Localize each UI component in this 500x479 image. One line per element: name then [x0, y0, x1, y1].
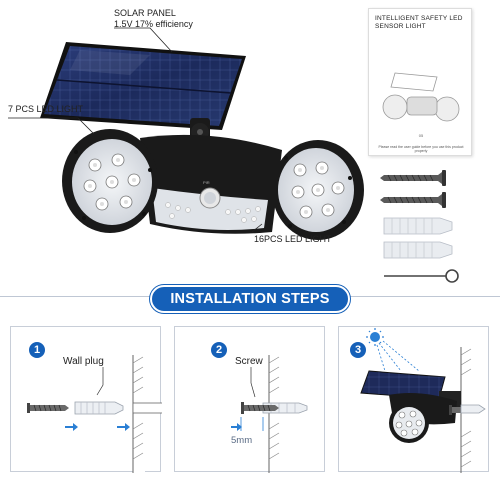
solar-panel-title: SOLAR PANEL — [114, 8, 176, 18]
solar-panel-spec: 1.5V 17% efficiency — [114, 19, 193, 29]
wall-plug-icon — [74, 401, 124, 415]
solar-panel-callout: SOLAR PANEL 1.5V 17% efficiency — [114, 8, 193, 30]
pin-tool-icon — [384, 269, 459, 283]
product-illustration: PIR — [8, 27, 459, 283]
right-lamp-head — [272, 140, 364, 240]
svg-text:PIR: PIR — [203, 180, 210, 185]
arrow-right-icon — [231, 423, 242, 431]
wall-plug-icon — [460, 404, 486, 414]
screw-icon — [380, 170, 446, 186]
screw-label: Screw — [235, 356, 263, 367]
step-2-illustration — [231, 355, 308, 473]
screw-icon — [241, 402, 279, 414]
manual-title: INTELLIGENT SAFETY LED SENSOR LIGHT — [375, 15, 463, 30]
led-left-callout: 7 PCS LED LIGHT — [8, 104, 84, 114]
installation-steps-banner: INSTALLATION STEPS — [150, 285, 350, 313]
product-showcase: PIR — [8, 8, 472, 283]
left-lamp-head — [62, 129, 158, 233]
accessories — [380, 170, 459, 283]
step-3-illustration — [360, 328, 486, 473]
step-2-panel: 2 Screw 5mm — [174, 326, 325, 473]
manual-page-number: 05 — [418, 133, 424, 138]
wall-plug-icon — [383, 241, 453, 259]
solar-panel — [40, 42, 246, 130]
manual-footer: Please read the user guide before you us… — [378, 145, 464, 153]
step-2-badge: 2 — [211, 342, 227, 358]
step-1-panel: 1 Wall plug — [10, 326, 162, 473]
arrow-right-icon — [65, 423, 78, 431]
user-manual: INTELLIGENT SAFETY LED SENSOR LIGHT 05 P… — [368, 8, 472, 156]
step-1-badge: 1 — [29, 342, 45, 358]
screw-icon — [27, 403, 69, 413]
screw-icon — [380, 192, 446, 208]
manual-product-sketch — [382, 72, 460, 122]
step-1-illustration — [27, 355, 162, 473]
wall-plug-label: Wall plug — [63, 356, 104, 367]
wall-plug-icon — [383, 217, 453, 235]
led-bottom-callout: 16PCS LED LIGHT — [254, 234, 332, 244]
sun-icon — [366, 328, 384, 346]
arrow-right-icon — [117, 423, 130, 431]
step-3-badge: 3 — [350, 342, 366, 358]
light-body: PIR — [140, 134, 282, 234]
screw-gap-dimension: 5mm — [231, 435, 253, 446]
step-3-panel: 3 — [338, 326, 489, 473]
